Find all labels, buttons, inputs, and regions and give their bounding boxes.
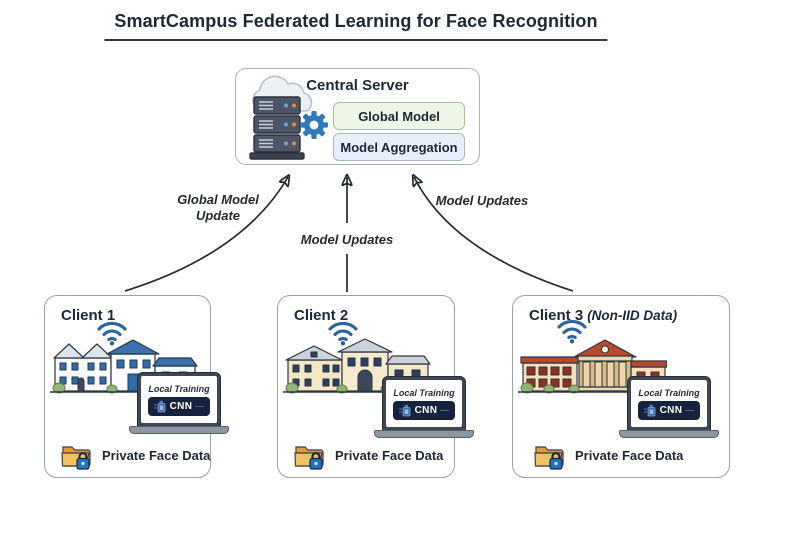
cnn-model-pill: CNN (392, 400, 456, 420)
central-server-panel: Central Server (235, 68, 480, 165)
arrow-label-model-updates-right: Model Updates (435, 193, 529, 208)
client-2-panel: Client 2 (277, 295, 474, 478)
locked-folder-icon (534, 445, 564, 470)
cnn-model-pill: CNN (637, 400, 701, 420)
pill-dash (685, 409, 695, 411)
arrow-client3-to-server (414, 177, 574, 292)
laptop-base (129, 426, 229, 434)
cloud-server-gear-icon (249, 75, 328, 160)
local-training-label: Local Training (148, 383, 210, 394)
arrow-label-global-model-update: Global Model Update (177, 192, 259, 224)
private-data-row: Private Face Data (293, 438, 443, 472)
local-training-label: Local Training (638, 387, 700, 398)
client-1-title: Client 1 (61, 307, 116, 324)
arrow-label-model-updates-middle: Model Updates (300, 232, 394, 247)
pill-dash (440, 409, 450, 411)
central-server-title: Central Server (306, 77, 409, 94)
wifi-icon (557, 319, 587, 344)
non-iid-suffix: (Non-IID Data) (587, 308, 678, 323)
client-1-panel: Client 1 (44, 295, 229, 478)
private-face-data-label: Private Face Data (335, 447, 444, 463)
gear-icon (300, 111, 328, 139)
client-3-title: Client 3(Non-IID Data) (529, 307, 678, 324)
locked-folder-icon (61, 445, 91, 470)
wifi-icon (328, 321, 358, 346)
client-3-panel: Client 3(Non-IID Data) (512, 295, 730, 478)
private-face-data-label: Private Face Data (102, 447, 211, 463)
private-data-row: Private Face Data (60, 438, 210, 472)
private-data-row: Private Face Data (533, 438, 683, 472)
laptop-local-training: Local Training CNN (619, 376, 719, 438)
laptop-base (374, 430, 474, 438)
arrow-client1-to-server (124, 177, 288, 292)
cnn-model-pill: CNN (147, 396, 211, 416)
client-2-title: Client 2 (294, 307, 349, 324)
private-face-data-label: Private Face Data (575, 447, 684, 463)
laptop-base (619, 430, 719, 438)
locked-folder-icon (294, 445, 324, 470)
cnn-chip-icon (398, 404, 410, 416)
wifi-icon (97, 321, 127, 346)
laptop-local-training: Local Training CNN (129, 372, 229, 434)
global-model-badge: Global Model (333, 102, 465, 130)
cnn-chip-icon (643, 404, 655, 416)
page-title: SmartCampus Federated Learning for Face … (104, 11, 608, 41)
laptop-local-training: Local Training CNN (374, 376, 474, 438)
pill-dash (195, 405, 205, 407)
local-training-label: Local Training (393, 387, 455, 398)
model-aggregation-badge: Model Aggregation (333, 133, 465, 161)
cnn-chip-icon (153, 400, 165, 412)
